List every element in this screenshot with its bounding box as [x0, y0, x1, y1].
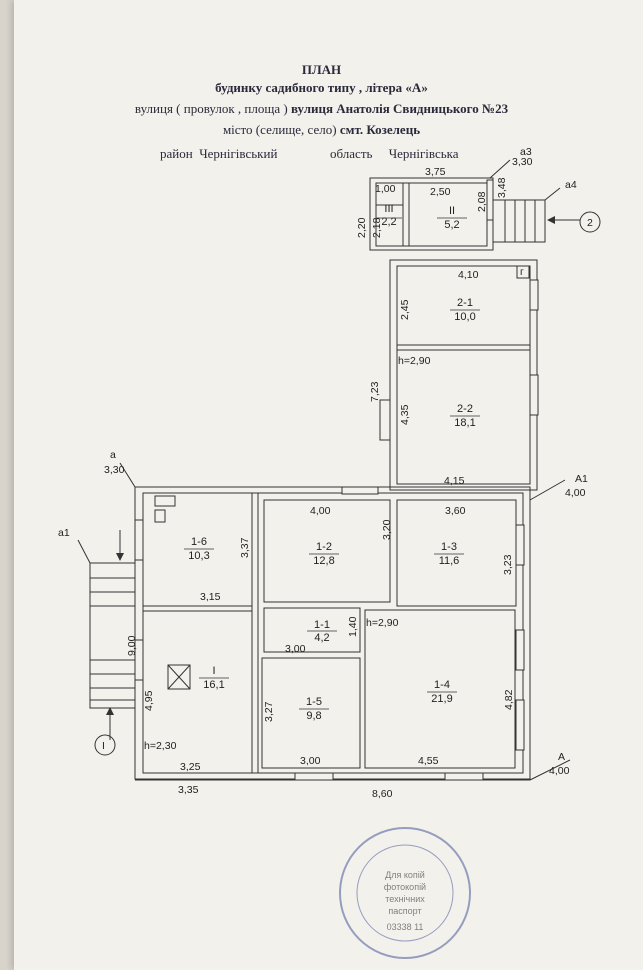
room-area: 5,2	[444, 219, 459, 231]
dim: 3,25	[180, 761, 201, 773]
room-area: 9,8	[306, 710, 321, 722]
label-A1-value: 4,00	[565, 487, 586, 499]
room-id: 1-1	[314, 619, 330, 631]
stairs-a4	[492, 199, 546, 243]
address-region: область Чернігівська	[330, 146, 459, 161]
address-street: вулиця ( провулок , площа ) вулиця Анато…	[134, 101, 509, 116]
dim: 2,20	[356, 217, 368, 238]
dim: 8,60	[372, 788, 393, 800]
dim: 4,15	[444, 475, 465, 487]
room-area: 2,2	[381, 216, 396, 228]
label-a1: a1	[58, 527, 70, 539]
dim: 1,40	[347, 616, 359, 637]
dim: 3,37	[239, 537, 251, 558]
dim: 2,08	[476, 191, 488, 212]
dim: 3,75	[425, 166, 446, 178]
dim: 3,00	[285, 643, 306, 655]
main-body-wall	[134, 486, 531, 780]
dim: 4,10	[458, 269, 479, 281]
dim: 9,00	[126, 635, 138, 656]
dim: 7,23	[369, 381, 381, 402]
dim: 4,55	[418, 755, 439, 767]
stamp-text: Для копій	[385, 870, 425, 880]
dim: 3,60	[445, 505, 466, 517]
room-id: 1-2	[316, 541, 332, 553]
room-area: 10,3	[188, 550, 209, 562]
upper-wing-wall	[389, 259, 538, 491]
label-a-value: 3,30	[104, 464, 125, 476]
room-area: 11,6	[439, 555, 460, 567]
room-id: 2-2	[457, 403, 473, 415]
address-city: місто (селище, село) смт. Козелець	[222, 122, 421, 137]
label-A-value: 4,00	[549, 765, 570, 777]
plan-title: ПЛАН	[301, 62, 342, 77]
dim: 4,00	[310, 505, 331, 517]
room-area: 12,8	[313, 555, 334, 567]
dim: 4,35	[399, 404, 411, 425]
dim: 3,20	[381, 519, 393, 540]
dim: 4,82	[503, 689, 515, 710]
stamp-text: паспорт	[388, 906, 421, 916]
room-area: 4,2	[314, 632, 329, 644]
label-a4: a4	[565, 179, 577, 191]
entry-marker-2	[579, 211, 601, 233]
address-district: район Чернігівський	[160, 146, 278, 161]
dim: 3,23	[502, 554, 514, 575]
room-id: 1-6	[191, 536, 207, 548]
room-area: 18,1	[454, 417, 475, 429]
room-id: 2-1	[457, 297, 473, 309]
room-id: III	[384, 203, 393, 215]
room-id: 1-3	[441, 541, 457, 553]
stamp-text: фотокопій	[384, 882, 426, 892]
dim: 3,15	[200, 591, 221, 603]
dim: 3,48	[496, 177, 508, 198]
entry-1-label: І	[102, 740, 105, 752]
stamp-number: 03338 11	[387, 922, 424, 932]
label-a3-value: 3,30	[512, 156, 533, 168]
dim: h=2,90	[398, 355, 431, 367]
room-area: 10,0	[454, 311, 475, 323]
dim: 3,27	[263, 701, 275, 722]
dim: 4,95	[143, 690, 155, 711]
dim: h=2,30	[144, 740, 177, 752]
room-id: I	[212, 665, 215, 677]
label-A: A	[558, 751, 565, 763]
stamp: Для копій фотокопій технічних паспорт 03…	[339, 827, 471, 959]
dim: h=2,90	[366, 617, 399, 629]
stove-icon	[154, 265, 530, 690]
dim: 3,35	[178, 784, 199, 796]
stairs-a1	[89, 562, 136, 709]
room-area: 21,9	[431, 693, 452, 705]
label-a: a	[110, 449, 116, 461]
plan-subtitle: будинку садибного типу , літера «А»	[215, 80, 428, 95]
room-id: 1-4	[434, 679, 450, 691]
entry-marker-1	[94, 734, 116, 756]
dim: 1,00	[375, 183, 396, 195]
label-A1: A1	[575, 473, 588, 485]
entry-2-label: 2	[587, 217, 593, 229]
dim: 2,18	[371, 217, 383, 238]
room-id: II	[449, 205, 455, 217]
room-area: 16,1	[203, 679, 224, 691]
dim: 2,50	[430, 186, 451, 198]
paper-sheet	[14, 0, 643, 970]
room-id: 1-5	[306, 696, 322, 708]
label-a3: a3	[520, 146, 532, 158]
dim: 2,45	[399, 299, 411, 320]
stamp-text: технічних	[385, 894, 425, 904]
label-g: г	[520, 266, 524, 278]
dim: 3,00	[300, 755, 321, 767]
